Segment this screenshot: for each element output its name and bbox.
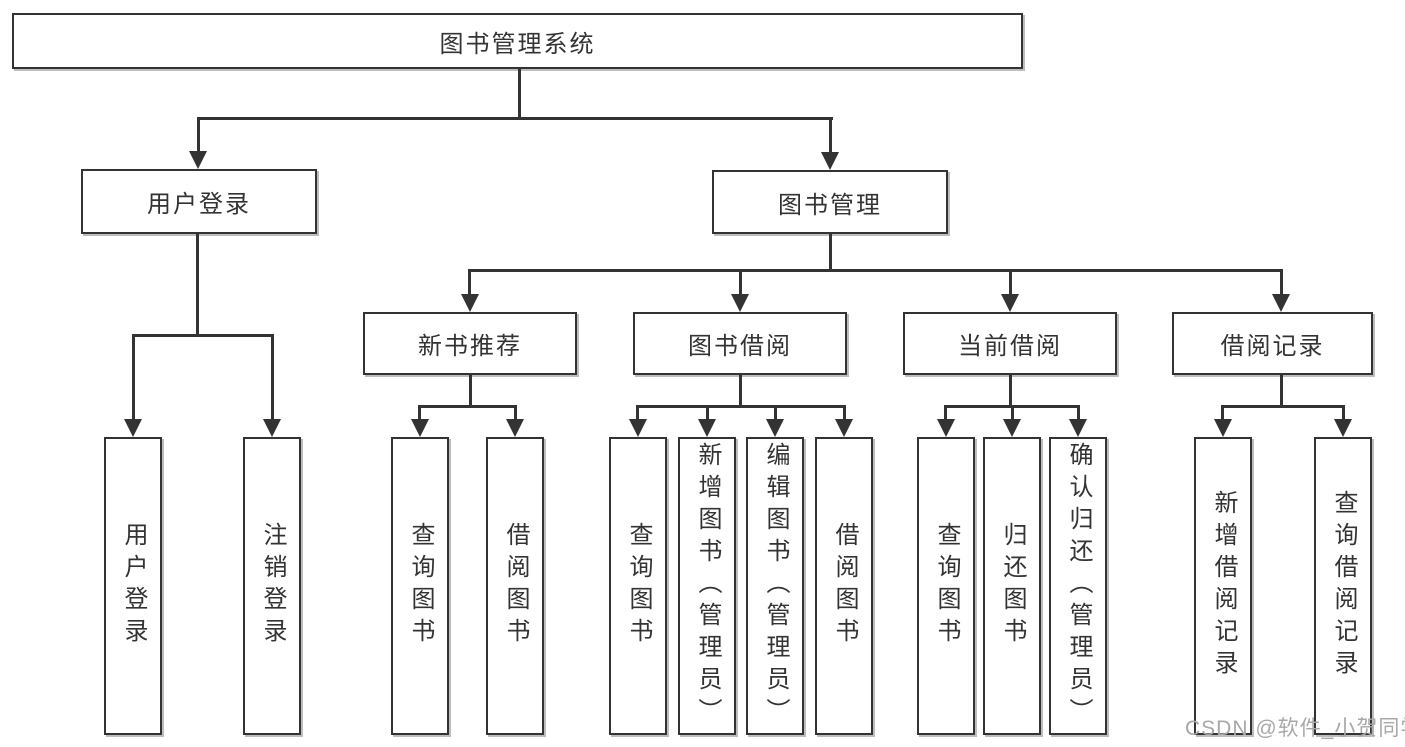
arrow-down [731,294,749,312]
connector-line [197,117,833,120]
leaf-label: 借阅图书 [831,522,858,650]
connector-line [944,405,947,422]
arrow-down [1214,419,1232,437]
arrow-down [629,419,647,437]
leaf-user-login: 用户登录 [104,437,162,735]
arrow-down [821,152,839,170]
node-user-login: 用户登录 [81,169,317,234]
leaf-label: 归还图书 [999,522,1026,650]
arrow-down [1001,294,1019,312]
connector-line [636,405,639,422]
connector-line [829,117,832,153]
leaf-query-borrow-record: 查询借阅记录 [1314,437,1372,735]
leaf-label: 确认归还（管理员） [1065,442,1092,730]
leaf-query-books-current: 查询图书 [917,437,975,735]
leaf-label: 注销登录 [259,522,286,650]
node-book-management: 图书管理 [712,170,948,234]
leaf-add-borrow-record: 新增借阅记录 [1194,437,1252,735]
connector-line [418,405,517,408]
node-root-library-system: 图书管理系统 [12,13,1023,69]
connector-line [518,68,521,120]
connector-line [1011,405,1014,422]
connector-line [774,405,777,422]
leaf-borrow-books-recommend: 借阅图书 [486,437,544,735]
connector-line [196,233,199,336]
leaf-query-books-borrow: 查询图书 [609,437,667,735]
arrow-down [937,419,955,437]
node-book-borrow: 图书借阅 [633,312,847,375]
leaf-label: 编辑图书（管理员） [762,442,789,730]
arrow-down [698,419,716,437]
node-borrow-records: 借阅记录 [1172,312,1373,375]
connector-line [132,334,135,422]
connector-line [468,269,471,297]
leaf-edit-books-admin: 编辑图书（管理员） [746,437,804,735]
node-label: 当前借阅 [958,333,1062,360]
connector-line [1077,405,1080,422]
leaf-label: 借阅图书 [502,522,529,650]
connector-line [271,334,274,422]
leaf-confirm-return-admin: 确认归还（管理员） [1049,437,1107,735]
node-new-book-recommend: 新书推荐 [363,312,577,375]
connector-line [706,405,709,422]
arrow-down [1003,419,1021,437]
leaf-label: 用户登录 [120,522,147,650]
connector-line [514,405,517,422]
node-label: 图书管理系统 [439,30,596,58]
arrow-down [411,419,429,437]
node-label: 借阅记录 [1220,333,1325,360]
connector-line [1009,375,1012,408]
arrow-down [124,419,142,437]
connector-line [739,375,742,408]
arrow-down [1334,419,1352,437]
node-current-borrow: 当前借阅 [903,312,1117,375]
connector-line [739,269,742,297]
arrow-down [835,419,853,437]
connector-line [1342,405,1345,422]
node-label: 图书借阅 [688,333,792,360]
leaf-label: 查询图书 [407,522,434,650]
arrow-down [461,294,479,312]
leaf-query-books-recommend: 查询图书 [391,437,449,735]
arrow-down [1272,294,1290,312]
csdn-watermark: CSDN @软件_小贺同学 [1185,717,1405,740]
leaf-label: 查询图书 [933,522,960,650]
node-label: 新书推荐 [418,333,522,360]
arrow-down [506,419,524,437]
leaf-label: 查询图书 [625,522,652,650]
connector-line [197,117,200,153]
connector-line [843,405,846,422]
leaf-add-books-admin: 新增图书（管理员） [678,437,736,735]
connector-line [1221,405,1224,422]
leaf-borrow-books: 借阅图书 [815,437,873,735]
arrow-down [263,419,281,437]
leaf-label: 查询借阅记录 [1330,490,1357,682]
connector-line [1280,375,1283,408]
connector-line [1009,269,1012,297]
node-label: 用户登录 [147,191,251,218]
connector-line [132,334,274,337]
leaf-label: 新增图书（管理员） [694,442,721,730]
connector-line [469,375,472,408]
arrow-down [189,151,207,169]
node-label: 图书管理 [778,191,882,219]
arrow-down [766,419,784,437]
connector-line [1221,405,1345,408]
connector-line [1280,269,1283,297]
connector-line [418,405,421,422]
arrow-down [1069,419,1087,437]
leaf-logout: 注销登录 [243,437,301,735]
leaf-label: 新增借阅记录 [1210,490,1237,682]
leaf-return-books: 归还图书 [983,437,1041,735]
connector-line [636,405,846,408]
connector-line [829,234,832,272]
connector-line [468,269,1283,272]
